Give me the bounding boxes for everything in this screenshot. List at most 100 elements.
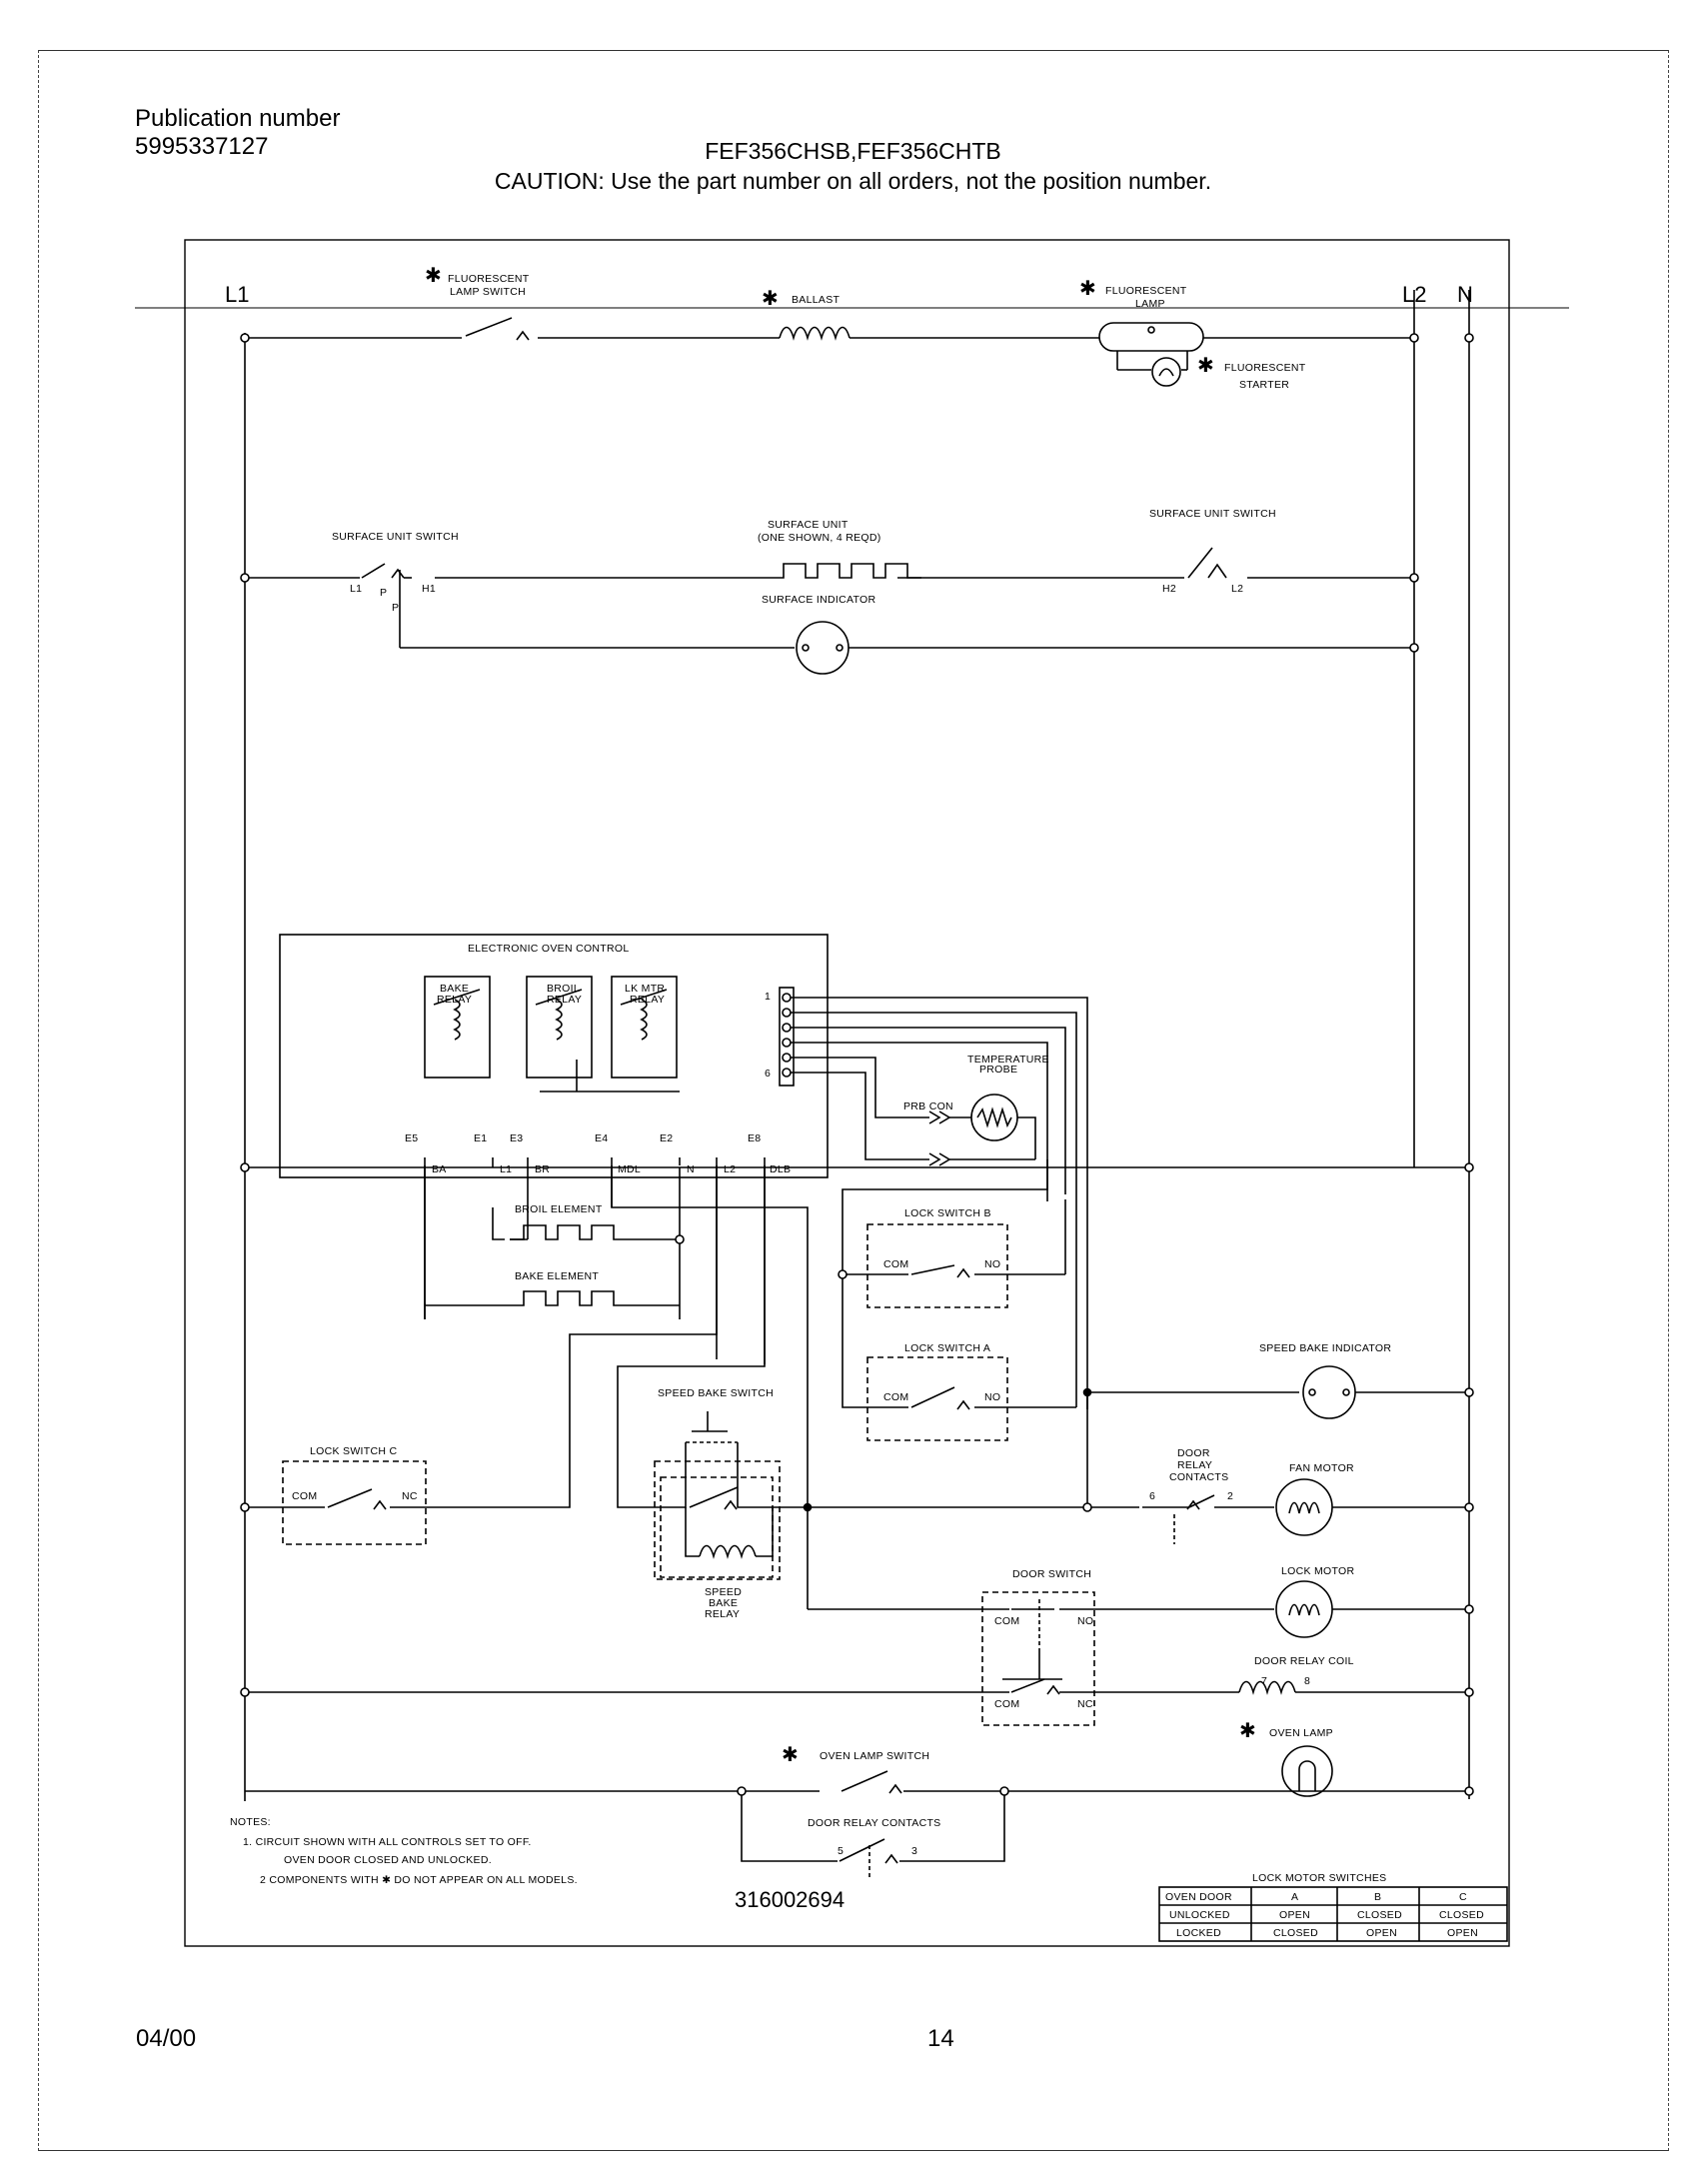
lock-switch-a-box bbox=[866, 1356, 1008, 1441]
terminal-e4: E4 bbox=[595, 1132, 608, 1144]
door-relay-coil-label: DOOR RELAY COIL bbox=[1254, 1655, 1354, 1667]
broil-element-symbol bbox=[510, 1224, 628, 1240]
fan-motor-symbol bbox=[1275, 1478, 1333, 1536]
relay-terminal-2: 2 bbox=[1227, 1490, 1233, 1502]
connector-pin-1: 1 bbox=[765, 991, 771, 1003]
caution-text: CAUTION: Use the part number on all orde… bbox=[494, 168, 1212, 194]
prb-con-label: PRB CON bbox=[903, 1100, 953, 1112]
table-cell-locked-c: OPEN bbox=[1447, 1927, 1478, 1939]
terminal-e8: E8 bbox=[748, 1132, 761, 1144]
table-cell-unlocked-a: OPEN bbox=[1279, 1909, 1310, 1921]
door-relay-coil-symbol bbox=[1238, 1680, 1296, 1695]
fluorescent-lamp-switch-blade bbox=[465, 317, 513, 337]
terminal-h1: H1 bbox=[422, 583, 436, 595]
note-2: 2 COMPONENTS WITH ✱ DO NOT APPEAR ON ALL… bbox=[260, 1874, 578, 1886]
publication-number: 5995337127 bbox=[135, 133, 269, 160]
lk-mtr-relay-box bbox=[611, 976, 678, 1079]
bake-relay-label-1: BAKE bbox=[440, 983, 469, 995]
pin-l2: L2 bbox=[724, 1163, 736, 1175]
table-cell-unlocked-b: CLOSED bbox=[1357, 1909, 1402, 1921]
fluorescent-lamp-label-1: FLUORESCENT bbox=[1105, 285, 1187, 297]
note-1-continued: OVEN DOOR CLOSED AND UNLOCKED. bbox=[284, 1854, 492, 1866]
l2-label: L2 bbox=[1402, 282, 1426, 307]
terminal-e1: E1 bbox=[474, 1132, 487, 1144]
lock-switch-c-box bbox=[282, 1460, 427, 1545]
table-head-c: C bbox=[1459, 1891, 1467, 1903]
asterisk-4: ✱ bbox=[1197, 355, 1214, 377]
lock-switch-c-blade bbox=[327, 1488, 373, 1508]
door-switch-label: DOOR SWITCH bbox=[1012, 1568, 1091, 1580]
connector-pins bbox=[782, 993, 792, 1078]
oven-lamp-switch-label: OVEN LAMP SWITCH bbox=[820, 1750, 929, 1762]
lk-mtr-relay-label-1: LK MTR bbox=[625, 983, 665, 995]
l1-label: L1 bbox=[225, 282, 249, 307]
fluorescent-lamp-switch-label-1: FLUORESCENT bbox=[448, 273, 530, 285]
temperature-probe-label-2: PROBE bbox=[979, 1064, 1017, 1076]
electronic-oven-control-label: ELECTRONIC OVEN CONTROL bbox=[468, 943, 630, 955]
speed-bake-switch-blade bbox=[689, 1486, 739, 1508]
lock-switch-b-box bbox=[866, 1223, 1008, 1308]
broil-relay-box bbox=[526, 976, 593, 1079]
drc-terminal-3: 3 bbox=[911, 1845, 917, 1857]
pin-ba: BA bbox=[432, 1163, 447, 1175]
speed-bake-indicator-label: SPEED BAKE INDICATOR bbox=[1259, 1342, 1391, 1354]
table-head-b: B bbox=[1374, 1891, 1381, 1903]
fan-motor-label: FAN MOTOR bbox=[1289, 1462, 1354, 1474]
pin-dlb: DLB bbox=[770, 1163, 791, 1175]
pin-br: BR bbox=[535, 1163, 550, 1175]
table-cell-unlocked-c: CLOSED bbox=[1439, 1909, 1484, 1921]
ballast-label: BALLAST bbox=[792, 294, 840, 306]
terminal-e5: E5 bbox=[405, 1132, 418, 1144]
surface-switch-left-blade bbox=[361, 563, 386, 579]
broil-relay-label-2: RELAY bbox=[547, 994, 582, 1006]
pin-mdl: MDL bbox=[618, 1163, 641, 1175]
lock-switch-b-label: LOCK SWITCH B bbox=[904, 1207, 991, 1219]
bake-element-label: BAKE ELEMENT bbox=[515, 1270, 599, 1282]
table-head-oven-door: OVEN DOOR bbox=[1165, 1891, 1232, 1903]
lock-switch-b-no: NO bbox=[984, 1258, 1000, 1270]
fluorescent-starter-symbol bbox=[1151, 357, 1181, 387]
table-head-a: A bbox=[1291, 1891, 1298, 1903]
terminal-e3: E3 bbox=[510, 1132, 523, 1144]
lock-switch-a-label: LOCK SWITCH A bbox=[904, 1342, 990, 1354]
model-numbers: FEF356CHSB,FEF356CHTB bbox=[705, 138, 1001, 164]
door-switch-com-lower: COM bbox=[994, 1698, 1019, 1710]
pin-l1: L1 bbox=[500, 1163, 512, 1175]
notes-title: NOTES: bbox=[230, 1816, 271, 1828]
door-relay-contacts-lower-label: DOOR RELAY CONTACTS bbox=[808, 1817, 940, 1829]
lk-mtr-relay-label-2: RELAY bbox=[630, 994, 665, 1006]
asterisk-2: ✱ bbox=[762, 288, 779, 310]
drc-terminal-5: 5 bbox=[838, 1845, 844, 1857]
solid-junctions bbox=[803, 1387, 1092, 1512]
lock-switch-b-com: COM bbox=[883, 1258, 908, 1270]
lock-motor-label: LOCK MOTOR bbox=[1281, 1565, 1355, 1577]
bake-relay-box bbox=[424, 976, 491, 1079]
lock-motor-switches-table bbox=[1158, 1886, 1508, 1942]
terminal-l2-right: L2 bbox=[1231, 583, 1243, 595]
note-1: 1. CIRCUIT SHOWN WITH ALL CONTROLS SET T… bbox=[243, 1836, 532, 1848]
door-relay-contacts-upper-label-2: RELAY bbox=[1177, 1459, 1212, 1471]
table-cell-locked-a: CLOSED bbox=[1273, 1927, 1318, 1939]
door-relay-contacts-lower-blade bbox=[839, 1838, 885, 1862]
diagram-frame bbox=[184, 239, 1510, 1947]
bake-relay-label-2: RELAY bbox=[437, 994, 472, 1006]
ballast-coil bbox=[779, 326, 851, 341]
terminal-h2: H2 bbox=[1162, 583, 1176, 595]
surface-unit-switch-left-label: SURFACE UNIT SWITCH bbox=[332, 531, 459, 543]
terminal-nodes bbox=[240, 333, 1474, 1796]
fluorescent-lamp-label-2: LAMP bbox=[1135, 298, 1165, 310]
surface-unit-switch-right-label: SURFACE UNIT SWITCH bbox=[1149, 508, 1276, 520]
speed-bake-indicator-lamp bbox=[1302, 1365, 1356, 1419]
surface-indicator-lamp bbox=[796, 621, 850, 675]
broil-element-label: BROIL ELEMENT bbox=[515, 1203, 603, 1215]
fluorescent-starter-label-1: FLUORESCENT bbox=[1224, 362, 1306, 374]
page-number: 14 bbox=[927, 2025, 954, 2052]
bake-element-symbol bbox=[510, 1290, 628, 1306]
door-switch-box bbox=[981, 1591, 1095, 1726]
speed-bake-relay-label-2: BAKE bbox=[709, 1597, 738, 1609]
terminal-p-left: P bbox=[380, 587, 387, 599]
door-relay-contacts-upper-label-1: DOOR bbox=[1177, 1447, 1210, 1459]
door-switch-com-upper: COM bbox=[994, 1615, 1019, 1627]
lock-switch-c-nc: NC bbox=[402, 1490, 418, 1502]
